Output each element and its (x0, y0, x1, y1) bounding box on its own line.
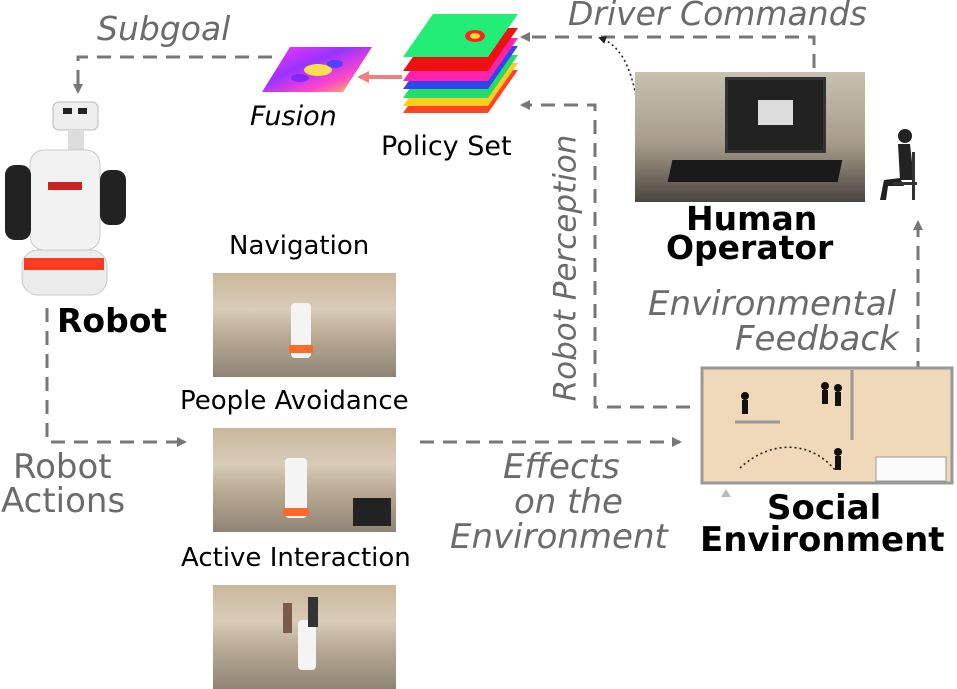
effects-label-3: Environment (450, 520, 668, 554)
floor-plan-icon (702, 368, 952, 497)
policy-set-stack-icon (403, 14, 518, 113)
fusion-heatmap-icon (262, 47, 372, 92)
driver-dotted-arrow (600, 38, 637, 100)
subgoal-label: Subgoal (97, 12, 230, 45)
driver-commands-arrow (522, 37, 814, 68)
driver-commands-label: Driver Commands (568, 0, 867, 30)
operator-label: Operator (666, 231, 833, 264)
robot-actions-label-2: Actions (1, 484, 125, 518)
environmental-label: Environmental (648, 287, 896, 321)
robot-icon (5, 102, 126, 295)
monitor-icon (725, 77, 826, 153)
human-operator-photo (635, 72, 865, 202)
robot-perception-label: Robot Perception (551, 135, 582, 402)
human-silhouette-icon (880, 129, 917, 200)
navigation-label: Navigation (229, 233, 369, 259)
active-interaction-label: Active Interaction (181, 545, 411, 571)
robot-label: Robot (57, 304, 167, 337)
policy-set-label: Policy Set (381, 133, 512, 160)
active-interaction-photo (213, 585, 396, 689)
keyboard-icon (668, 160, 843, 182)
people-avoidance-label: People Avoidance (180, 388, 409, 414)
effects-label-1: Effects (503, 450, 620, 484)
people-avoidance-photo (213, 428, 396, 532)
environment-label: Environment (700, 523, 945, 557)
effects-label-2: on the (514, 485, 623, 519)
navigation-photo (213, 273, 396, 377)
fusion-label: Fusion (250, 103, 337, 130)
robot-actions-label-1: Robot (13, 450, 112, 484)
subgoal-arrow (78, 57, 272, 92)
feedback-label: Feedback (735, 322, 899, 356)
